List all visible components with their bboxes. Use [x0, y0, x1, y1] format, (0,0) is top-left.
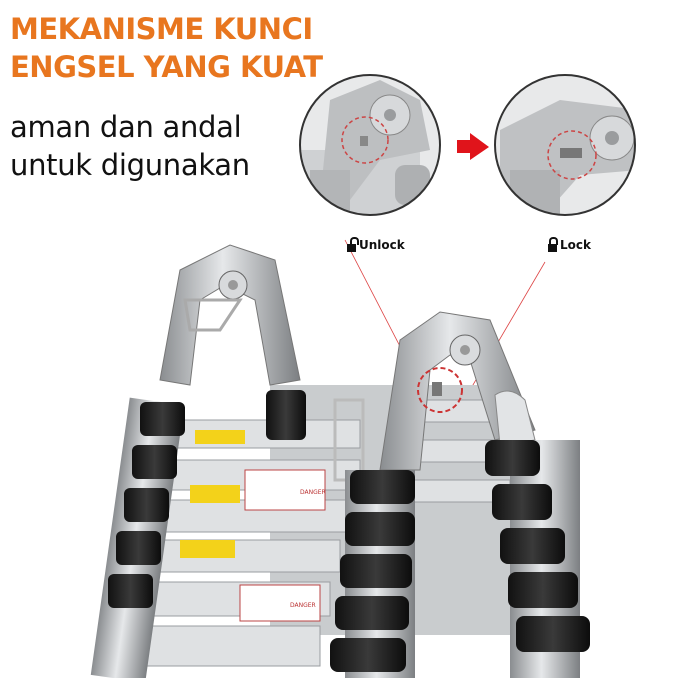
arrow-right-icon	[457, 133, 489, 160]
right-rails	[330, 440, 590, 678]
unlock-detail-view	[299, 74, 441, 216]
unlocked-padlock-icon	[347, 236, 359, 252]
locked-padlock-icon	[548, 236, 558, 252]
lock-highlight-circle	[417, 367, 463, 413]
left-hinge	[159, 244, 301, 386]
unlock-label-text: Unlock	[359, 238, 405, 252]
right-hinge	[379, 311, 536, 471]
danger-label: DANGER	[290, 602, 316, 609]
lock-label: Lock	[548, 236, 591, 252]
headline-line-1: MEKANISME KUNCI	[10, 12, 313, 46]
lock-label-text: Lock	[560, 238, 591, 252]
unlock-label: Unlock	[347, 236, 405, 252]
subheadline-line-2: untuk digunakan	[10, 148, 250, 182]
headline-line-2: ENGSEL YANG KUAT	[10, 50, 323, 84]
subheadline-line-1: aman dan andal	[10, 110, 242, 144]
left-rails	[90, 390, 365, 678]
ladder-steps: DANGER DANGER	[119, 385, 521, 667]
danger-label: DANGER	[300, 489, 326, 496]
lock-detail-view	[494, 74, 636, 216]
